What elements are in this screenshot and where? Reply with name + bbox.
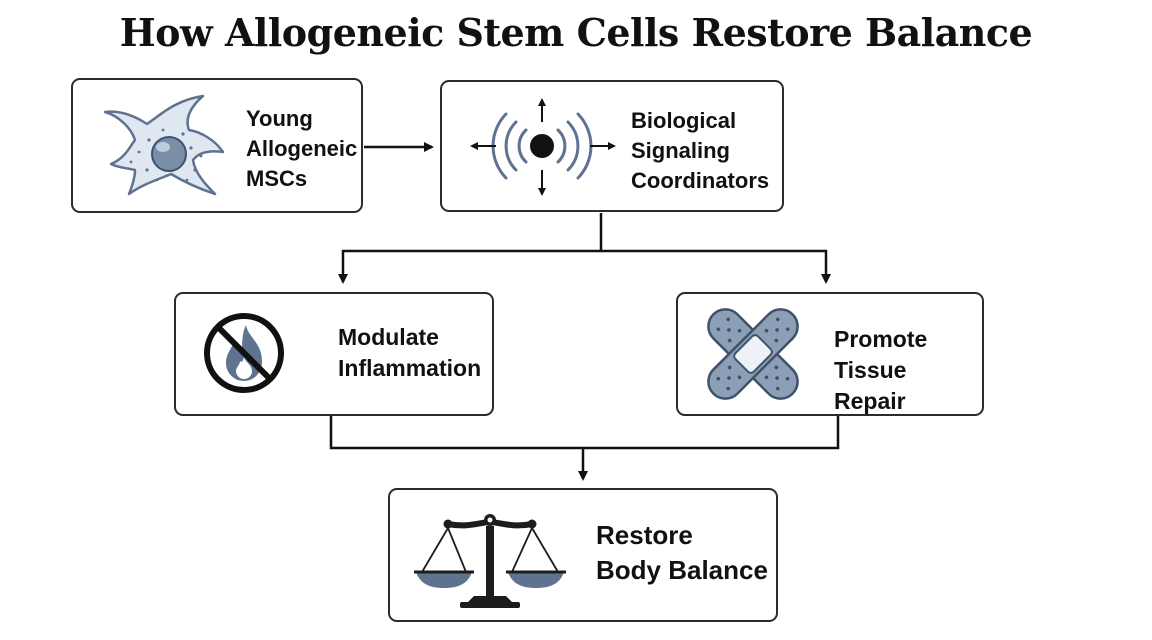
node-repair-label: Promote Tissue Repair bbox=[834, 324, 982, 417]
node-repair-line-1: Promote bbox=[834, 326, 928, 352]
scales-icon bbox=[414, 514, 566, 608]
node-modulate-inflammation: Modulate Inflammation bbox=[174, 292, 494, 416]
node-inflammation-line-1: Modulate bbox=[338, 324, 439, 350]
node-mscs-line-1: Young bbox=[246, 106, 313, 131]
node-mscs-label: Young Allogeneic MSCs bbox=[246, 104, 357, 194]
edge-signaling-to-repair bbox=[601, 249, 831, 284]
diagram-title: How Allogeneic Stem Cells Restore Balanc… bbox=[119, 10, 1033, 55]
node-signaling-line-2: Signaling bbox=[631, 138, 730, 163]
edge-signaling-split bbox=[338, 213, 603, 284]
edge-repair-merge bbox=[583, 416, 840, 450]
node-mscs-line-2: Allogeneic bbox=[246, 136, 358, 161]
edge-inflammation-merge bbox=[329, 416, 583, 450]
node-signaling-line-3: Coordinators bbox=[631, 168, 770, 193]
node-balance-label: Restore Body Balance bbox=[596, 518, 768, 588]
node-restore-body-balance: Restore Body Balance bbox=[388, 488, 778, 622]
no-fire-icon bbox=[204, 313, 284, 393]
node-balance-line-2: Body Balance bbox=[596, 555, 768, 585]
stem-cell-icon bbox=[103, 94, 225, 196]
node-signaling-label: Biological Signaling Coordinators bbox=[631, 106, 769, 196]
node-inflammation-label: Modulate Inflammation bbox=[338, 322, 481, 384]
node-promote-tissue-repair: Promote Tissue Repair bbox=[676, 292, 984, 416]
node-balance-line-1: Restore bbox=[596, 520, 693, 550]
node-young-allogeneic-mscs: Young Allogeneic MSCs bbox=[71, 78, 363, 213]
node-signaling-line-1: Biological bbox=[631, 108, 737, 133]
bandage-icon bbox=[707, 308, 799, 400]
node-repair-line-2: Tissue Repair bbox=[834, 357, 907, 414]
signal-waves-icon bbox=[470, 98, 616, 196]
node-biological-signaling-coordinators: Biological Signaling Coordinators bbox=[440, 80, 784, 212]
node-inflammation-line-2: Inflammation bbox=[338, 355, 482, 381]
node-mscs-line-3: MSCs bbox=[246, 166, 308, 191]
